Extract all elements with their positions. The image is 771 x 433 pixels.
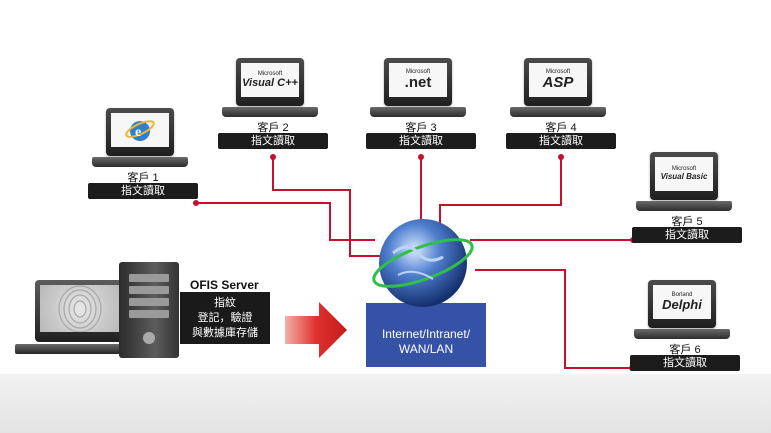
client-4[interactable]: Microsoft ASP 客戶 4 指文讀取 (506, 58, 616, 153)
server-title: OFIS Server (190, 278, 259, 292)
laptop-base (634, 329, 730, 339)
network-label-line: WAN/LAN (398, 342, 454, 356)
fingerprint-read-tag: 指文讀取 (88, 183, 198, 199)
brand-product: Delphi (662, 297, 702, 312)
brand-product: Visual C++ (242, 77, 298, 89)
fingerprint-read-tag: 指文讀取 (218, 133, 328, 149)
brand-vendor: Microsoft (405, 69, 431, 75)
server-tower (119, 262, 179, 358)
monitor-screen: Microsoft Visual C++ (236, 58, 304, 106)
floor-shadow (0, 374, 771, 433)
globe-icon (372, 219, 474, 307)
server-keyboard-base (15, 344, 125, 354)
drive-bay (129, 298, 169, 306)
wire-client-6 (475, 269, 632, 369)
server-line: 登記，驗證 (197, 312, 253, 324)
ofis-server[interactable] (15, 262, 185, 362)
fingerprint-read-tag: 指文讀取 (366, 133, 476, 149)
asp-logo: Microsoft ASP (529, 63, 587, 97)
wire-client-4 (439, 157, 562, 226)
right-arrow-icon (285, 302, 347, 358)
fingerprint-read-tag: 指文讀取 (630, 355, 740, 371)
wire-node (558, 154, 564, 160)
fingerprint-icon (40, 285, 120, 333)
fingerprint-read-tag: 指文讀取 (506, 133, 616, 149)
power-button-icon (143, 332, 155, 344)
brand-vendor: Microsoft (545, 69, 571, 75)
server-line: 與數據庫存儲 (192, 327, 258, 339)
monitor-screen: Microsoft Visual Basic (650, 152, 718, 200)
brand-product: .net (404, 74, 432, 91)
brand-vendor: Borland (671, 292, 693, 298)
visual-basic-logo: Microsoft Visual Basic (655, 157, 713, 191)
client-2[interactable]: Microsoft Visual C++ 客戶 2 指文讀取 (218, 58, 328, 153)
wire-node (193, 200, 199, 206)
client-name: 客戶 3 (405, 122, 437, 134)
monitor-screen: e (106, 108, 174, 156)
laptop-base (222, 107, 318, 117)
delphi-logo: Borland Delphi (653, 285, 711, 319)
client-name: 客戶 5 (671, 216, 703, 228)
client-name: 客戶 2 (257, 122, 289, 134)
laptop-base (370, 107, 466, 117)
client-5[interactable]: Microsoft Visual Basic 客戶 5 指文讀取 (632, 152, 742, 247)
server-description: 指紋 登記，驗證 與數據庫存儲 (180, 292, 270, 344)
internet-explorer-icon: e (111, 113, 169, 147)
network-label-line: Internet/Intranet/ (381, 327, 471, 341)
drive-bay (129, 286, 169, 294)
brand-vendor: Microsoft (671, 166, 697, 172)
wire-client-2 (272, 157, 380, 257)
wire-node (270, 154, 276, 160)
brand-product: ASP (542, 74, 574, 91)
server-monitor (35, 280, 125, 342)
wire-node (418, 154, 424, 160)
brand-product: Visual Basic (660, 172, 708, 181)
wire-client-1 (196, 202, 375, 241)
client-6[interactable]: Borland Delphi 客戶 6 指文讀取 (630, 280, 740, 375)
laptop-base (92, 157, 188, 167)
laptop-base (510, 107, 606, 117)
drive-bay (129, 310, 169, 318)
visual-cpp-logo: Microsoft Visual C++ (241, 63, 299, 97)
server-line: 指紋 (214, 297, 236, 309)
laptop-base (636, 201, 732, 211)
network-box: Internet/Intranet/ WAN/LAN (366, 303, 486, 367)
client-name: 客戶 6 (669, 344, 701, 356)
drive-bay (129, 274, 169, 282)
fingerprint-read-tag: 指文讀取 (632, 227, 742, 243)
client-name: 客戶 4 (545, 122, 577, 134)
client-name: 客戶 1 (127, 172, 159, 184)
monitor-screen: Microsoft .net (384, 58, 452, 106)
client-1[interactable]: e 客戶 1 指文讀取 (88, 108, 198, 203)
client-3[interactable]: Microsoft .net 客戶 3 指文讀取 (366, 58, 476, 153)
brand-vendor: Microsoft (257, 71, 283, 77)
svg-text:e: e (135, 125, 141, 140)
dotnet-logo: Microsoft .net (389, 63, 447, 97)
monitor-screen: Borland Delphi (648, 280, 716, 328)
monitor-screen: Microsoft ASP (524, 58, 592, 106)
